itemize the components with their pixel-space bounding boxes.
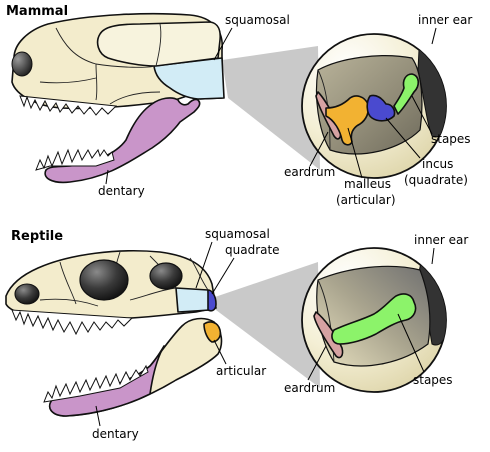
reptile-squamosal [175,287,211,313]
reptile-articular [203,321,222,343]
label-eardrum-reptile: eardrum [284,381,335,395]
mammal-eye [11,51,33,77]
label-inner-ear-reptile: inner ear [414,233,468,247]
label-inner-ear-mammal: inner ear [418,13,472,27]
incus-mammal [366,94,396,122]
label-incus-mammal: incus [422,157,453,171]
reptile-panel: Reptile [5,227,468,441]
eardrum-reptile [313,311,344,359]
label-squamosal-reptile: squamosal [205,227,270,241]
label-eardrum-mammal: eardrum [284,165,335,179]
reptile-eye [79,259,129,301]
mammal-squamosal [153,57,225,100]
label-dentary-mammal: dentary [98,184,145,198]
reptile-nostril [14,283,40,305]
reptile-quadrate [207,289,217,312]
mammal-title: Mammal [6,4,68,19]
mammal-upper-teeth [19,95,118,116]
label-malleus-mammal: malleus [344,177,391,191]
mammal-panel: Mammal [6,4,472,207]
reptile-upper-teeth [11,309,134,336]
label-incus-sub-mammal: (quadrate) [404,173,468,187]
label-quadrate-reptile: quadrate [225,243,280,257]
label-stapes-mammal: stapes [431,132,471,146]
stapes-mammal [393,73,420,115]
stapes-reptile [331,293,417,345]
label-stapes-reptile: stapes [413,373,453,387]
label-squamosal-mammal: squamosal [225,13,290,27]
reptile-lower-teeth [43,364,149,403]
mammal-braincase-window [96,21,221,67]
malleus-mammal [325,95,370,146]
label-malleus-sub-mammal: (articular) [336,193,396,207]
mammal-lower-teeth [35,148,115,171]
reptile-title: Reptile [11,229,63,244]
mammal-dentary [44,97,201,184]
zoom-wedge-mammal [222,46,320,170]
zoom-wedge-reptile [212,262,320,388]
label-dentary-reptile: dentary [92,427,139,441]
reptile-temporal-opening [149,262,183,290]
label-articular-reptile: articular [216,364,266,378]
